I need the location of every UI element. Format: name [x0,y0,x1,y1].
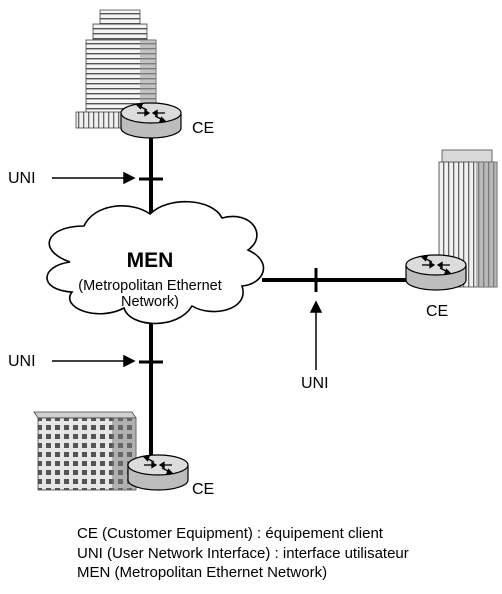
uni-arrows [52,171,323,370]
uni-label-right: UNI [301,375,329,392]
uni-label-bottom: UNI [8,353,36,370]
legend-line-men: MEN (Metropolitan Ethernet Network) [77,564,328,581]
men-title: MEN [127,249,174,272]
ce-label-right: CE [426,303,448,320]
office-building-bottom-icon [33,411,137,491]
router-top-icon [120,102,182,139]
uni-arrow-bottom [52,354,136,368]
legend-line-uni: UNI (User Network Interface) : interface… [77,544,409,562]
legend: CE (Customer Equipment) : équipement cli… [77,524,409,583]
uni-arrow-right [309,300,323,370]
legend-line-ce: CE (Customer Equipment) : équipement cli… [77,525,383,542]
ce-label-top: CE [192,120,214,137]
ce-label-bottom: CE [192,481,214,498]
uni-label-top: UNI [8,170,36,187]
men-subtitle-line1: (Metropolitan Ethernet [78,278,221,294]
uni-arrow-top [52,171,136,185]
men-subtitle-line2: Network) [121,294,179,310]
men-cloud: MEN (Metropolitan Ethernet Network) [46,200,265,325]
router-bottom-icon [127,454,189,491]
router-right-icon [405,254,467,291]
uni-markers [139,177,318,364]
